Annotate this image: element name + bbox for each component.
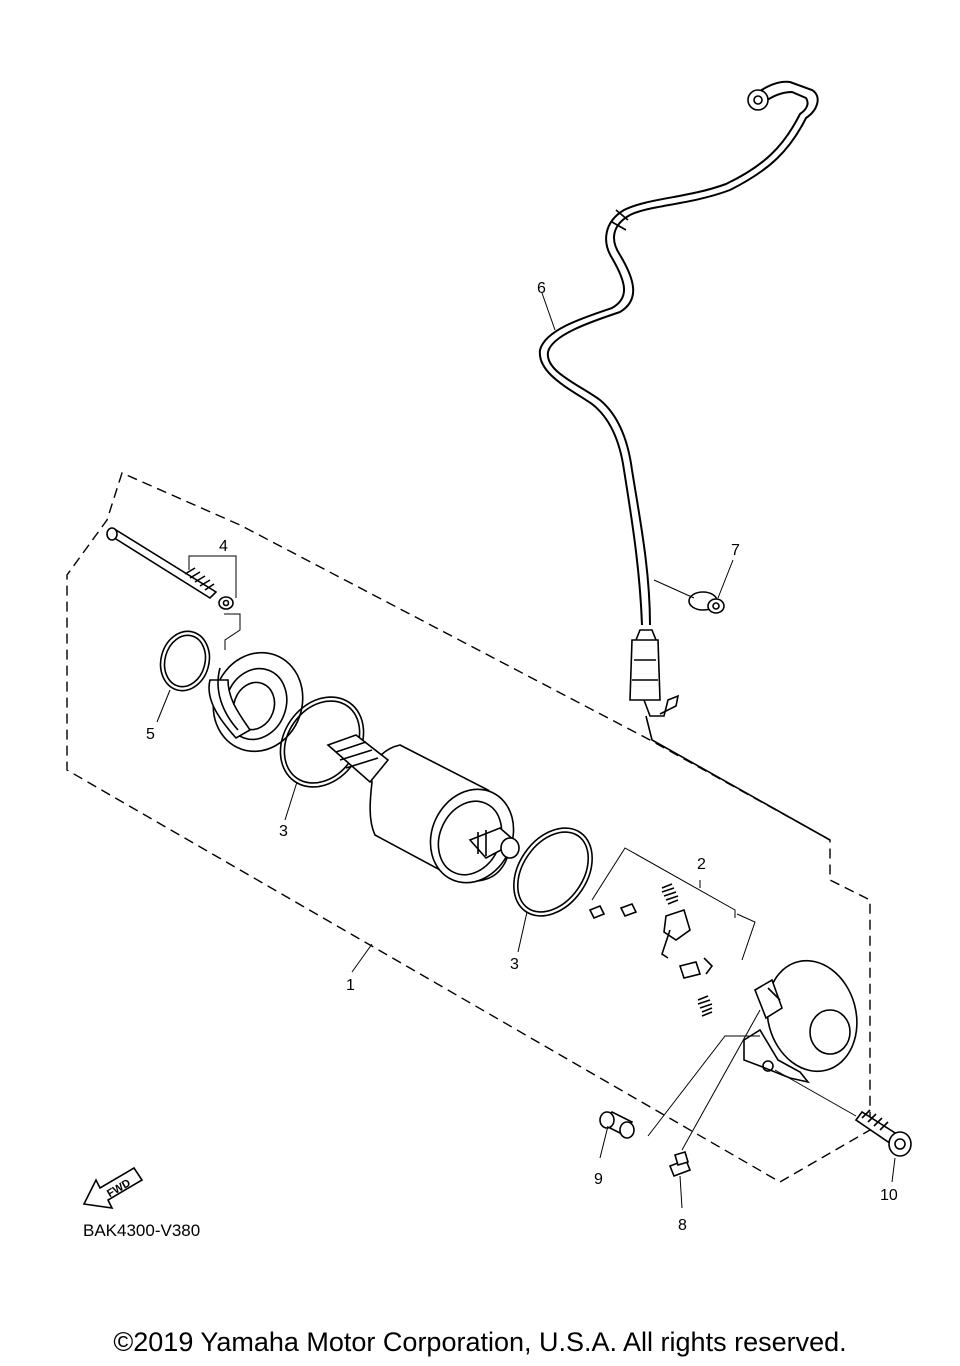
mounting-bolt [774,1069,912,1183]
callout-3-lower: 3 [510,956,519,973]
callout-2: 2 [697,856,706,873]
o-ring-small [156,630,211,723]
brush-set [588,847,756,1017]
callout-1: 1 [346,977,355,994]
starter-cable [538,80,831,841]
through-bolt [106,527,241,650]
callout-5: 5 [146,726,155,743]
callout-8: 8 [678,1217,687,1234]
bolt-small [668,1009,761,1209]
clamp [653,559,734,614]
starter-relay [743,959,858,1084]
fwd-arrow-icon: FWD [82,1166,144,1210]
front-cover [208,651,304,753]
callout-3-upper: 3 [279,823,288,840]
callout-7: 7 [731,542,740,559]
diagram-code: BAK4300-V380 [83,1221,200,1240]
callout-10: 10 [880,1187,898,1204]
leader-6 [541,292,556,331]
fwd-label: FWD [105,1177,133,1200]
callout-4: 4 [219,538,228,555]
collar [599,1035,760,1159]
callout-6: 6 [537,280,546,297]
leader-1 [351,943,373,973]
o-ring-lower [513,827,593,953]
motor-yoke [326,734,520,884]
copyright-notice: ©2019 Yamaha Motor Corporation, U.S.A. A… [113,1327,846,1357]
callout-9: 9 [594,1171,603,1188]
